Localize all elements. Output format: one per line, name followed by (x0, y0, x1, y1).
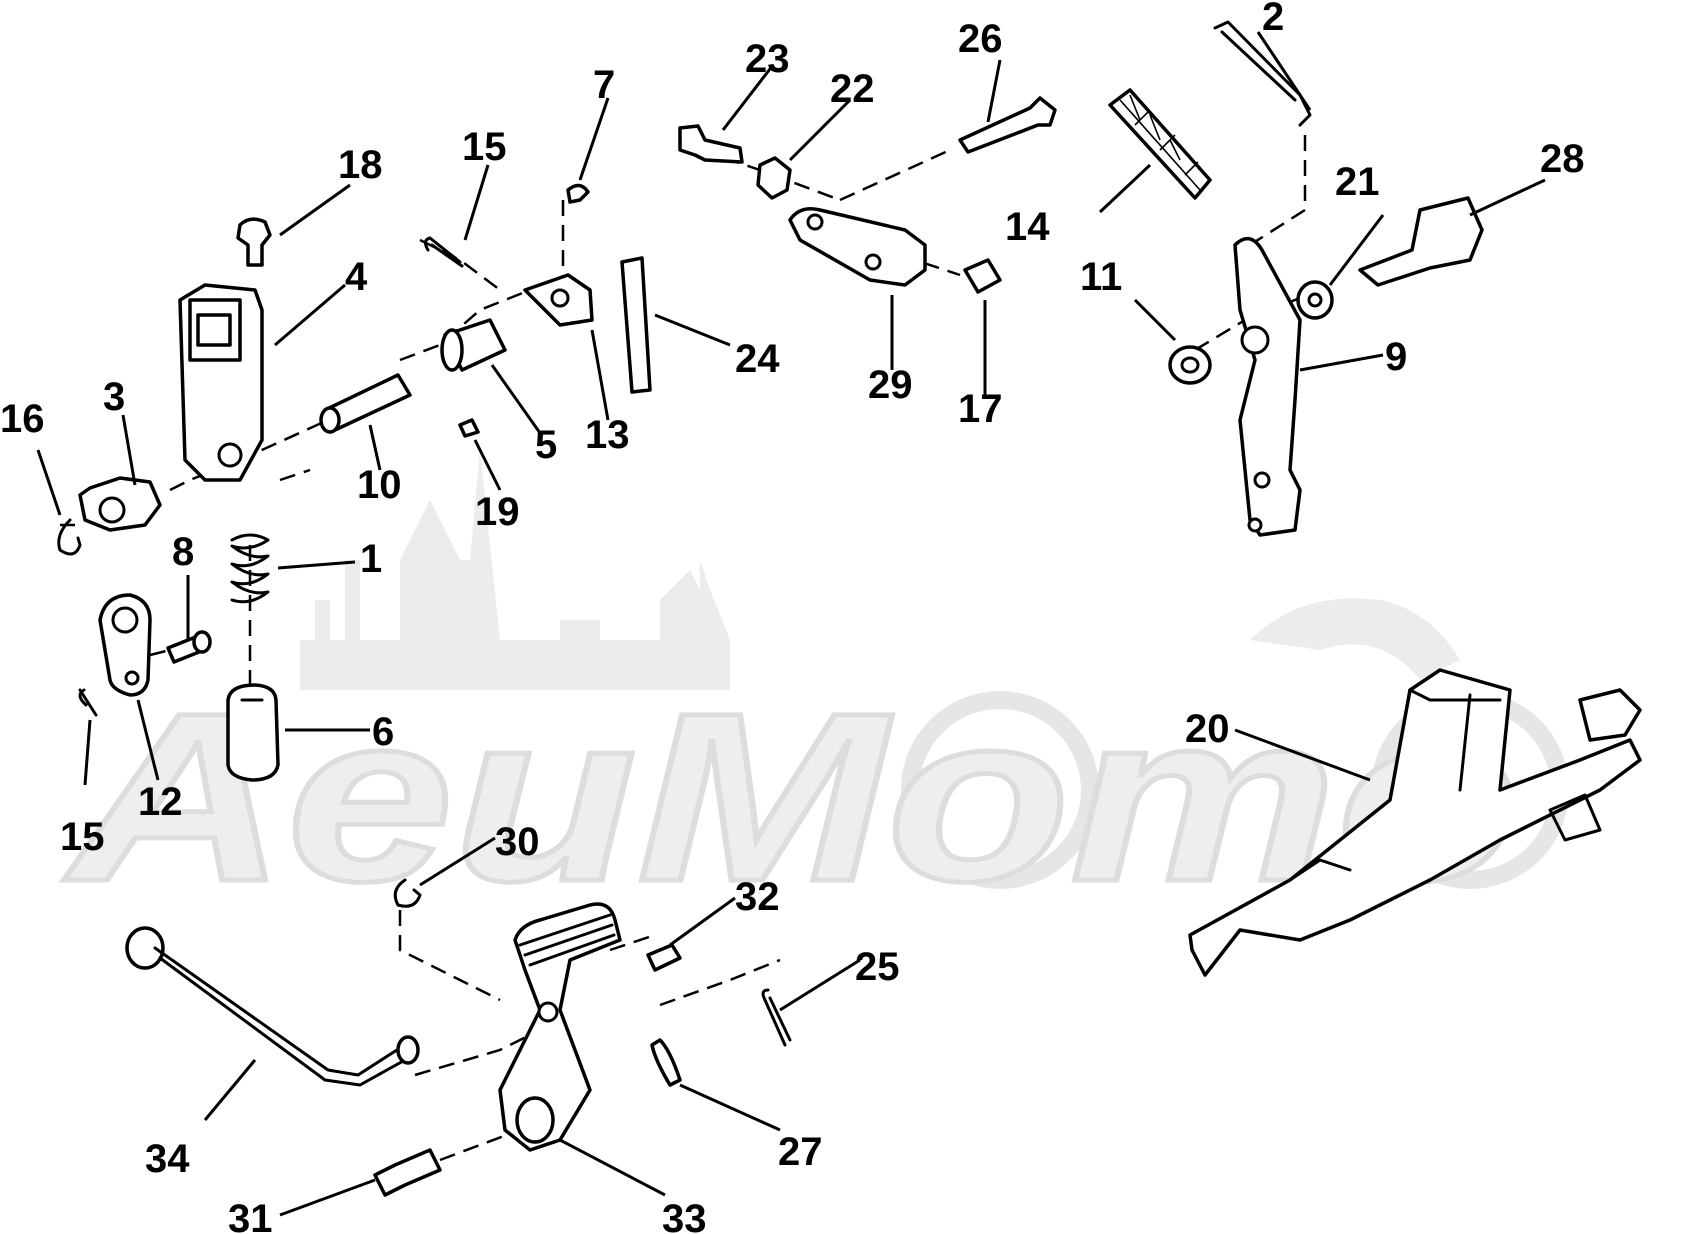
part-clip-16 (57, 518, 82, 556)
callout-21: 21 (1335, 160, 1380, 204)
part-bracket-4 (178, 283, 264, 482)
callout-34: 34 (145, 1137, 190, 1181)
callout-28: 28 (1540, 137, 1585, 181)
part-sleeve-14 (1108, 88, 1212, 200)
part-spring-1 (230, 533, 270, 604)
callout-16: 16 (0, 397, 45, 441)
part-lever-9 (1233, 236, 1302, 537)
callout-7: 7 (593, 63, 615, 107)
part-cotter-pin-15a (423, 236, 464, 268)
callout-32: 32 (735, 875, 780, 919)
part-rod-24 (620, 256, 652, 394)
part-pin-10 (319, 373, 412, 434)
callout-9: 9 (1385, 335, 1407, 379)
part-knob-6 (226, 683, 280, 782)
leader-lines (36, 31, 1546, 1217)
callout-10: 10 (357, 463, 402, 507)
part-washer-27 (650, 1038, 682, 1087)
part-bracket-13 (523, 273, 594, 327)
callout-33: 33 (662, 1197, 707, 1234)
callout-5: 5 (535, 423, 557, 467)
callout-1: 1 (360, 537, 382, 581)
callout-20: 20 (1185, 707, 1230, 751)
callout-15b: 15 (60, 815, 105, 859)
part-cotter-pin-15b (78, 688, 98, 717)
part-bushing-17 (963, 258, 1002, 294)
part-nut-22 (756, 156, 792, 200)
part-bolt-28 (1358, 196, 1484, 287)
callout-15a: 15 (462, 125, 507, 169)
part-handle-33 (498, 902, 622, 1152)
callout-8: 8 (172, 530, 194, 574)
callout-6: 6 (372, 710, 394, 754)
callout-23: 23 (745, 37, 790, 81)
part-screw-8 (166, 630, 212, 664)
callout-19: 19 (475, 490, 520, 534)
callout-22: 22 (830, 67, 875, 111)
callout-18: 18 (338, 143, 383, 187)
callout-11: 11 (1080, 255, 1122, 299)
callout-25: 25 (855, 945, 900, 989)
callout-3: 3 (103, 375, 125, 419)
part-screw-7 (566, 183, 590, 204)
callout-31: 31 (228, 1197, 273, 1234)
callout-30: 30 (495, 820, 540, 864)
part-rod-34 (125, 926, 420, 1087)
callout-13: 13 (585, 413, 630, 457)
part-bolt-23 (678, 124, 744, 164)
part-pin-32 (646, 943, 682, 972)
part-washer-11 (1168, 345, 1212, 385)
part-bolt-31 (373, 1148, 442, 1197)
part-washer-21 (1296, 280, 1334, 320)
callout-2: 2 (1262, 0, 1284, 39)
part-cotter-pin-25 (761, 988, 792, 1047)
callout-29: 29 (868, 363, 913, 407)
part-bolt-26 (958, 96, 1057, 154)
part-cover-20 (1188, 668, 1642, 977)
watermark-castle-silhouette (300, 450, 730, 690)
part-sleeve-5 (440, 318, 507, 372)
callout-27: 27 (778, 1130, 823, 1174)
part-bracket-29 (788, 207, 927, 287)
callout-24: 24 (735, 337, 780, 381)
assembly-lines (60, 135, 1431, 1162)
part-link-12 (98, 593, 152, 697)
callout-labels: 1 2 3 4 5 6 7 8 9 10 11 12 13 14 15 15 1… (0, 0, 1585, 1234)
part-screw-18 (236, 217, 272, 267)
callout-14: 14 (1005, 205, 1050, 249)
callout-26: 26 (958, 17, 1003, 61)
callout-4: 4 (345, 255, 368, 299)
callout-12: 12 (138, 780, 183, 824)
callout-17: 17 (958, 387, 1003, 431)
part-clamp-3 (78, 476, 162, 532)
part-clip-30 (393, 878, 422, 908)
part-pin-19 (458, 418, 480, 438)
